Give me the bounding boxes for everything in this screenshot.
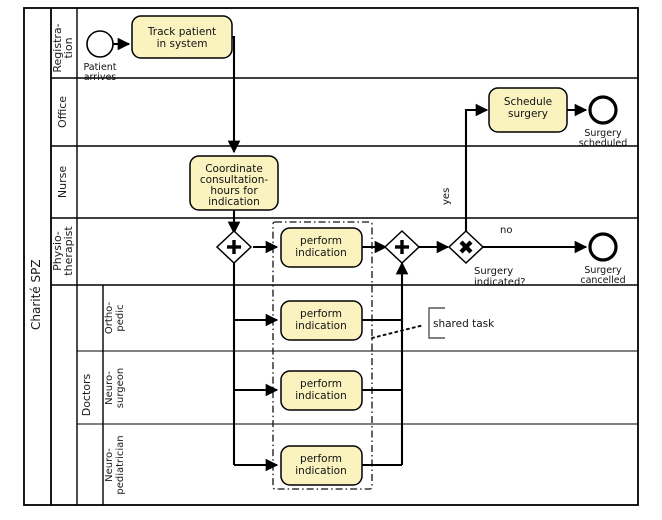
flow-xor-yes-to-schedule bbox=[464, 103, 489, 231]
svg-text:pedic: pedic bbox=[115, 304, 126, 331]
svg-text:tion: tion bbox=[62, 37, 75, 58]
task-coordinate-label-line2: consultation- bbox=[200, 174, 269, 186]
gateway-exclusive-surgery-indicated[interactable]: Surgery indicated? bbox=[447, 229, 526, 288]
svg-text:surgeon: surgeon bbox=[115, 368, 126, 408]
flow-label-yes: yes bbox=[441, 188, 452, 205]
task-coordinate-consultation-hours[interactable]: Coordinate consultation- hours for indic… bbox=[189, 155, 279, 211]
task-perform-neuroped-line1: perform bbox=[300, 453, 342, 465]
lane-label-nurse: Nurse bbox=[56, 166, 69, 198]
task-track-label-line2: in system bbox=[157, 38, 208, 50]
task-perform-physio-line2: indication bbox=[295, 247, 346, 259]
lane-label-doctors: Doctors bbox=[80, 373, 93, 416]
svg-text:Neuro-: Neuro- bbox=[104, 448, 115, 482]
end-event-scheduled-label-line2: scheduled bbox=[579, 138, 628, 149]
task-schedule-label-line1: Schedule bbox=[504, 96, 552, 108]
gateway-xor-label-line2: indicated? bbox=[474, 277, 526, 288]
gateway-parallel-split[interactable] bbox=[215, 229, 253, 265]
lane-label-neurosurgeon: Neuro- surgeon bbox=[104, 368, 126, 408]
shared-task-group-box bbox=[272, 221, 373, 490]
end-event-surgery-cancelled[interactable]: Surgery cancelled bbox=[580, 232, 626, 286]
svg-text:Registra-: Registra- bbox=[51, 23, 64, 72]
gateway-parallel-join[interactable] bbox=[383, 229, 421, 265]
task-perform-indication-neurosurgeon[interactable]: perform indication bbox=[280, 370, 363, 411]
task-coordinate-label-line1: Coordinate bbox=[205, 163, 263, 175]
task-perform-indication-neuropediatrician[interactable]: perform indication bbox=[280, 445, 363, 486]
svg-text:Physio-: Physio- bbox=[51, 231, 64, 271]
task-schedule-surgery[interactable]: Schedule surgery bbox=[488, 87, 568, 133]
flow-label-no: no bbox=[500, 225, 512, 236]
lane-label-registration: Registra- tion bbox=[51, 23, 75, 72]
gateway-xor-label-line1: Surgery bbox=[474, 266, 513, 277]
svg-text:Doctors: Doctors bbox=[80, 373, 93, 416]
svg-text:therapist: therapist bbox=[62, 226, 75, 276]
svg-text:Nurse: Nurse bbox=[56, 166, 69, 198]
task-perform-neuroped-line2: indication bbox=[295, 465, 346, 477]
end-event-cancelled-label-line1: Surgery bbox=[584, 265, 622, 276]
association-shared-task bbox=[371, 324, 425, 339]
start-event-label-line1: Patient bbox=[83, 62, 116, 73]
start-event-patient-arrives[interactable]: Patient arrives bbox=[83, 30, 117, 83]
annotation-bracket-shared-task bbox=[428, 307, 445, 339]
lane-label-office: Office bbox=[56, 96, 69, 128]
task-perform-neurosurgeon-line1: perform bbox=[300, 378, 342, 390]
pool-border bbox=[23, 7, 639, 506]
task-perform-orthopedic-line2: indication bbox=[295, 320, 346, 332]
svg-text:Office: Office bbox=[56, 96, 69, 128]
lane-label-neuropediatrician: Neuro- pediatrician bbox=[104, 435, 126, 494]
svg-text:Ortho-: Ortho- bbox=[104, 302, 115, 335]
flow-track-to-coordinate bbox=[227, 35, 241, 154]
end-event-surgery-scheduled[interactable]: Surgery scheduled bbox=[579, 95, 628, 149]
start-event-label-line2: arrives bbox=[84, 72, 117, 83]
task-coordinate-label-line4: indication bbox=[208, 196, 259, 208]
task-perform-physio-line1: perform bbox=[300, 235, 342, 247]
task-perform-neurosurgeon-line2: indication bbox=[295, 390, 346, 402]
svg-text:pediatrician: pediatrician bbox=[115, 435, 126, 494]
end-event-scheduled-label-line1: Surgery bbox=[584, 128, 622, 139]
task-track-patient-in-system[interactable]: Track patient in system bbox=[131, 15, 233, 59]
end-event-cancelled-label-line2: cancelled bbox=[580, 275, 625, 286]
task-perform-indication-physiotherapist[interactable]: perform indication bbox=[280, 227, 363, 268]
annotation-label-shared-task: shared task bbox=[433, 318, 495, 330]
task-schedule-label-line2: surgery bbox=[508, 108, 548, 120]
task-perform-indication-orthopedic[interactable]: perform indication bbox=[280, 300, 363, 341]
task-perform-orthopedic-line1: perform bbox=[300, 308, 342, 320]
svg-text:Neuro-: Neuro- bbox=[104, 371, 115, 405]
task-track-label-line1: Track patient bbox=[147, 26, 216, 38]
task-coordinate-label-line3: hours for bbox=[210, 185, 258, 197]
lane-label-physiotherapist: Physio- therapist bbox=[51, 226, 75, 276]
lane-label-orthopedic: Ortho- pedic bbox=[104, 302, 126, 335]
pool-label: Charité SPZ bbox=[29, 259, 43, 330]
